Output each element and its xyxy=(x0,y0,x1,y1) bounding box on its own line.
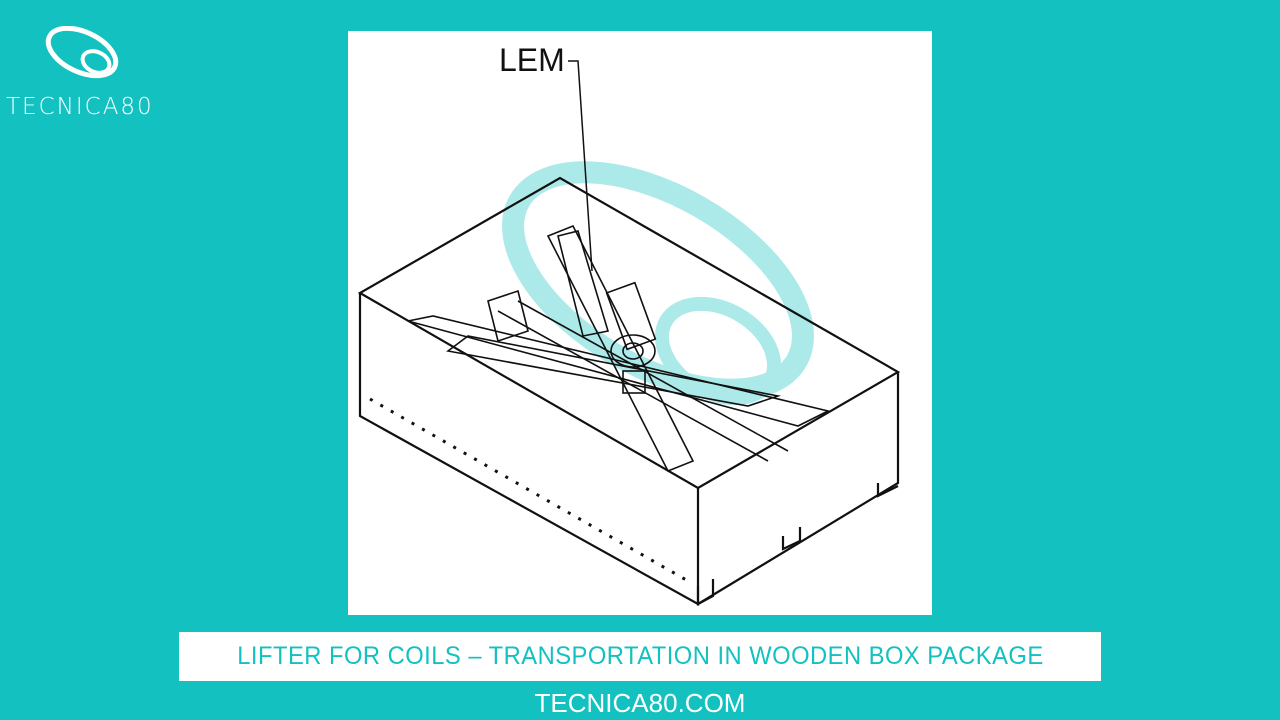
caption-text: LIFTER FOR COILS – TRANSPORTATION IN WOO… xyxy=(236,642,1044,670)
lem-label: LEM xyxy=(499,42,565,78)
lifter xyxy=(407,224,831,473)
technical-drawing: LEM xyxy=(348,31,932,615)
website-link[interactable]: TECNICA80.COM xyxy=(534,688,746,718)
brand-name: TECNICA80 xyxy=(6,94,154,120)
wooden-box xyxy=(357,176,901,606)
logo-swirl-icon xyxy=(45,26,119,79)
caption-banner: LIFTER FOR COILS – TRANSPORTATION IN WOO… xyxy=(179,632,1101,681)
label-leader xyxy=(568,60,593,272)
